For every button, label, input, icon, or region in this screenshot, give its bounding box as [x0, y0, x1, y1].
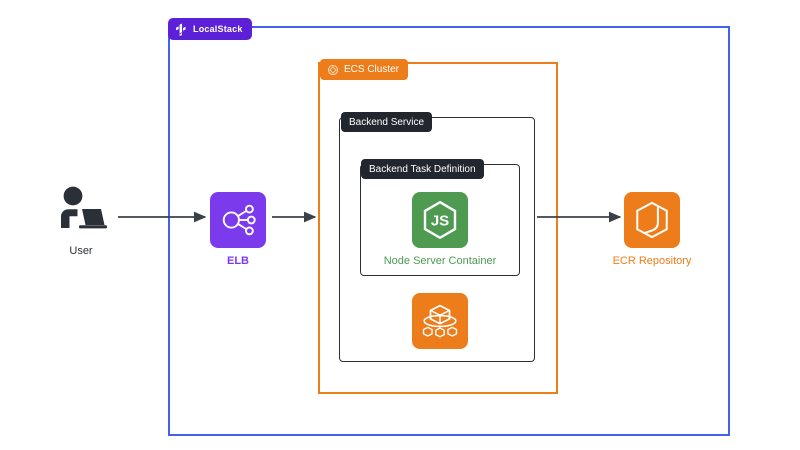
- ecs-cluster-badge-label: ECS Cluster: [344, 64, 400, 75]
- node-ecs-task: [412, 293, 468, 349]
- ecs-container-cube-icon: [412, 293, 468, 349]
- localstack-badge-label: LocalStack: [193, 24, 243, 34]
- ecr-repository-cube-icon: [624, 192, 680, 248]
- nodejs-hexagon-icon: JS: [412, 192, 468, 248]
- backend-task-definition-badge-label: Backend Task Definition: [369, 163, 476, 175]
- node-ecr-repository: ECR Repository: [613, 192, 691, 267]
- elb-load-balancer-icon: [210, 192, 266, 248]
- node-ecr-repository-label: ECR Repository: [612, 255, 692, 267]
- node-user-label: User: [69, 245, 93, 257]
- node-elb: ELB: [210, 192, 266, 267]
- node-node-server-container: JS Node Server Container: [384, 192, 496, 267]
- backend-task-definition-badge: Backend Task Definition: [361, 159, 484, 179]
- node-node-server-container-label: Node Server Container: [383, 255, 497, 267]
- ecs-cluster-gear-icon: [327, 64, 339, 76]
- node-elb-label: ELB: [227, 255, 249, 267]
- ecs-cluster-badge: ECS Cluster: [320, 59, 409, 80]
- backend-service-badge: Backend Service: [341, 112, 433, 132]
- backend-service-badge-label: Backend Service: [349, 116, 425, 128]
- node-user: User: [38, 182, 124, 257]
- user-at-laptop-icon: [38, 182, 124, 238]
- localstack-logo-icon: [175, 23, 188, 36]
- localstack-badge: LocalStack: [168, 18, 252, 40]
- svg-text:JS: JS: [431, 213, 449, 230]
